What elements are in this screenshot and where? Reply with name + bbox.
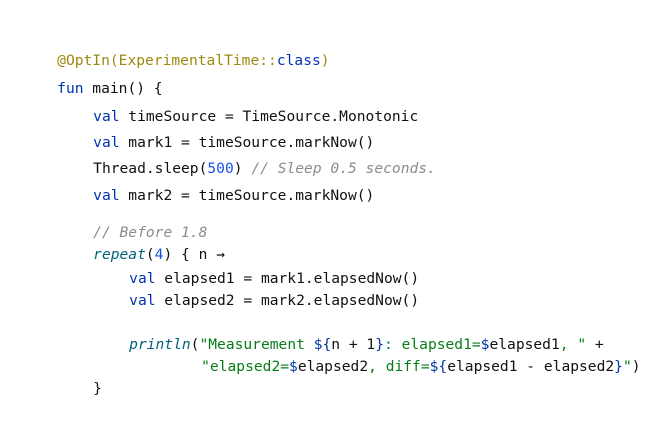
code-line-12: "elapsed2=$elapsed2, diff=${elapsed1 - e… bbox=[166, 340, 641, 394]
template-expression: n + 1 bbox=[331, 336, 376, 353]
string-token: " bbox=[622, 358, 632, 375]
arrow-icon: → bbox=[216, 246, 225, 263]
code-line-10: val elapsed2 = mark2.elapsedNow() bbox=[94, 274, 419, 328]
template-expression: elapsed2 bbox=[297, 358, 369, 375]
code-line-5: Thread.sleep(500) // Sleep 0.5 seconds. bbox=[58, 142, 436, 196]
code-text: elapsed2 = mark2.elapsedNow() bbox=[155, 292, 420, 309]
function-token: println bbox=[129, 336, 191, 353]
comment-token: // Sleep 0.5 seconds. bbox=[242, 160, 436, 177]
code-line-1: @OptIn(ExperimentalTime::class) bbox=[22, 34, 330, 88]
code-text: ) bbox=[233, 160, 243, 177]
code-text: main() { bbox=[83, 80, 163, 97]
keyword-token: val bbox=[93, 134, 120, 151]
keyword-token: val bbox=[93, 108, 120, 125]
string-token: , " bbox=[559, 336, 587, 353]
annotation-token: @OptIn bbox=[57, 52, 110, 69]
template-token: } bbox=[375, 336, 385, 353]
code-line-11: println("Measurement ${n + 1}: elapsed1=… bbox=[94, 318, 604, 372]
comment-token: // Before 1.8 bbox=[93, 224, 208, 241]
code-line-3: val timeSource = TimeSource.Monotonic bbox=[58, 90, 418, 144]
code-text: ) bbox=[631, 358, 641, 375]
code-line-9: val elapsed1 = mark1.elapsedNow() bbox=[94, 252, 419, 306]
number-token: 500 bbox=[207, 160, 234, 177]
template-token: $ bbox=[480, 336, 490, 353]
template-expression: elapsed1 - elapsed2 bbox=[447, 358, 615, 375]
code-text: timeSource = TimeSource.Monotonic bbox=[119, 108, 419, 125]
code-text: mark1 = timeSource.markNow() bbox=[119, 134, 375, 151]
number-token: 4 bbox=[154, 246, 164, 263]
paren-token: ( bbox=[109, 52, 119, 69]
template-token: ${ bbox=[429, 358, 448, 375]
code-text: ( bbox=[145, 246, 155, 263]
template-expression: elapsed1 bbox=[489, 336, 560, 353]
class-name-token: ExperimentalTime bbox=[118, 52, 260, 69]
code-text: Thread.sleep( bbox=[93, 160, 208, 177]
code-text: elapsed1 = mark1.elapsedNow() bbox=[155, 270, 420, 287]
keyword-token: val bbox=[93, 187, 120, 204]
keyword-token: fun bbox=[57, 80, 84, 97]
code-text: mark2 = timeSource.markNow() bbox=[119, 187, 375, 204]
string-token: : elapsed1= bbox=[384, 336, 481, 353]
template-token: ${ bbox=[313, 336, 332, 353]
function-token: repeat bbox=[93, 246, 146, 263]
separator-token: :: bbox=[259, 52, 277, 69]
closing-brace: } bbox=[93, 380, 102, 397]
keyword-token: val bbox=[129, 270, 156, 287]
string-token: , diff= bbox=[368, 358, 430, 375]
code-text: + bbox=[586, 336, 604, 353]
code-text: ) { n bbox=[163, 246, 217, 263]
keyword-token: val bbox=[129, 292, 156, 309]
code-line-6: val mark2 = timeSource.markNow() bbox=[58, 169, 374, 223]
code-line-7: // Before 1.8 bbox=[58, 206, 207, 260]
code-line-4: val mark1 = timeSource.markNow() bbox=[58, 116, 374, 170]
code-line-8: repeat(4) { n → bbox=[58, 228, 225, 282]
template-token: $ bbox=[289, 358, 298, 375]
template-token: } bbox=[614, 358, 623, 375]
string-token: "elapsed2= bbox=[201, 358, 290, 375]
code-text: ( bbox=[190, 336, 200, 353]
string-token: "Measurement bbox=[199, 336, 314, 353]
code-line-2: fun main() { bbox=[22, 62, 163, 116]
code-line-13: } bbox=[58, 362, 102, 416]
keyword-token: class bbox=[276, 52, 321, 69]
paren-token: ) bbox=[320, 52, 330, 69]
